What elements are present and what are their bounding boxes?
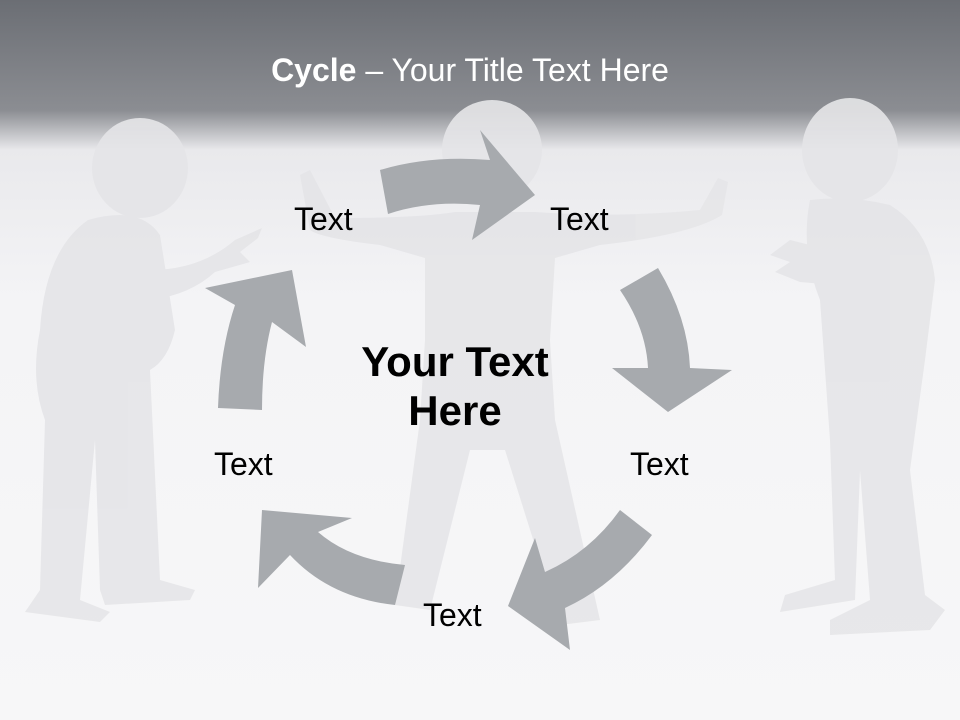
left-figure-image — [25, 118, 262, 622]
cycle-arrow-4 — [258, 510, 405, 605]
cycle-arrow-2 — [612, 268, 732, 412]
cycle-label-4: Text — [423, 597, 482, 633]
slide-title: Cycle – Your Title Text Here — [0, 52, 940, 89]
cycle-label-1: Text — [294, 201, 353, 237]
cycle-arrow-5 — [205, 270, 306, 410]
title-bold-part: Cycle — [271, 52, 357, 88]
title-rest-part: – Your Title Text Here — [356, 52, 669, 88]
cycle-arrow-1 — [380, 130, 535, 240]
cycle-label-2: Text — [550, 201, 609, 237]
right-figure-image — [770, 98, 945, 636]
cycle-label-3: Text — [630, 446, 689, 482]
center-text: Your Text Here — [361, 338, 549, 434]
cycle-arrow-3 — [508, 510, 652, 650]
cycle-label-5: Text — [214, 446, 273, 482]
